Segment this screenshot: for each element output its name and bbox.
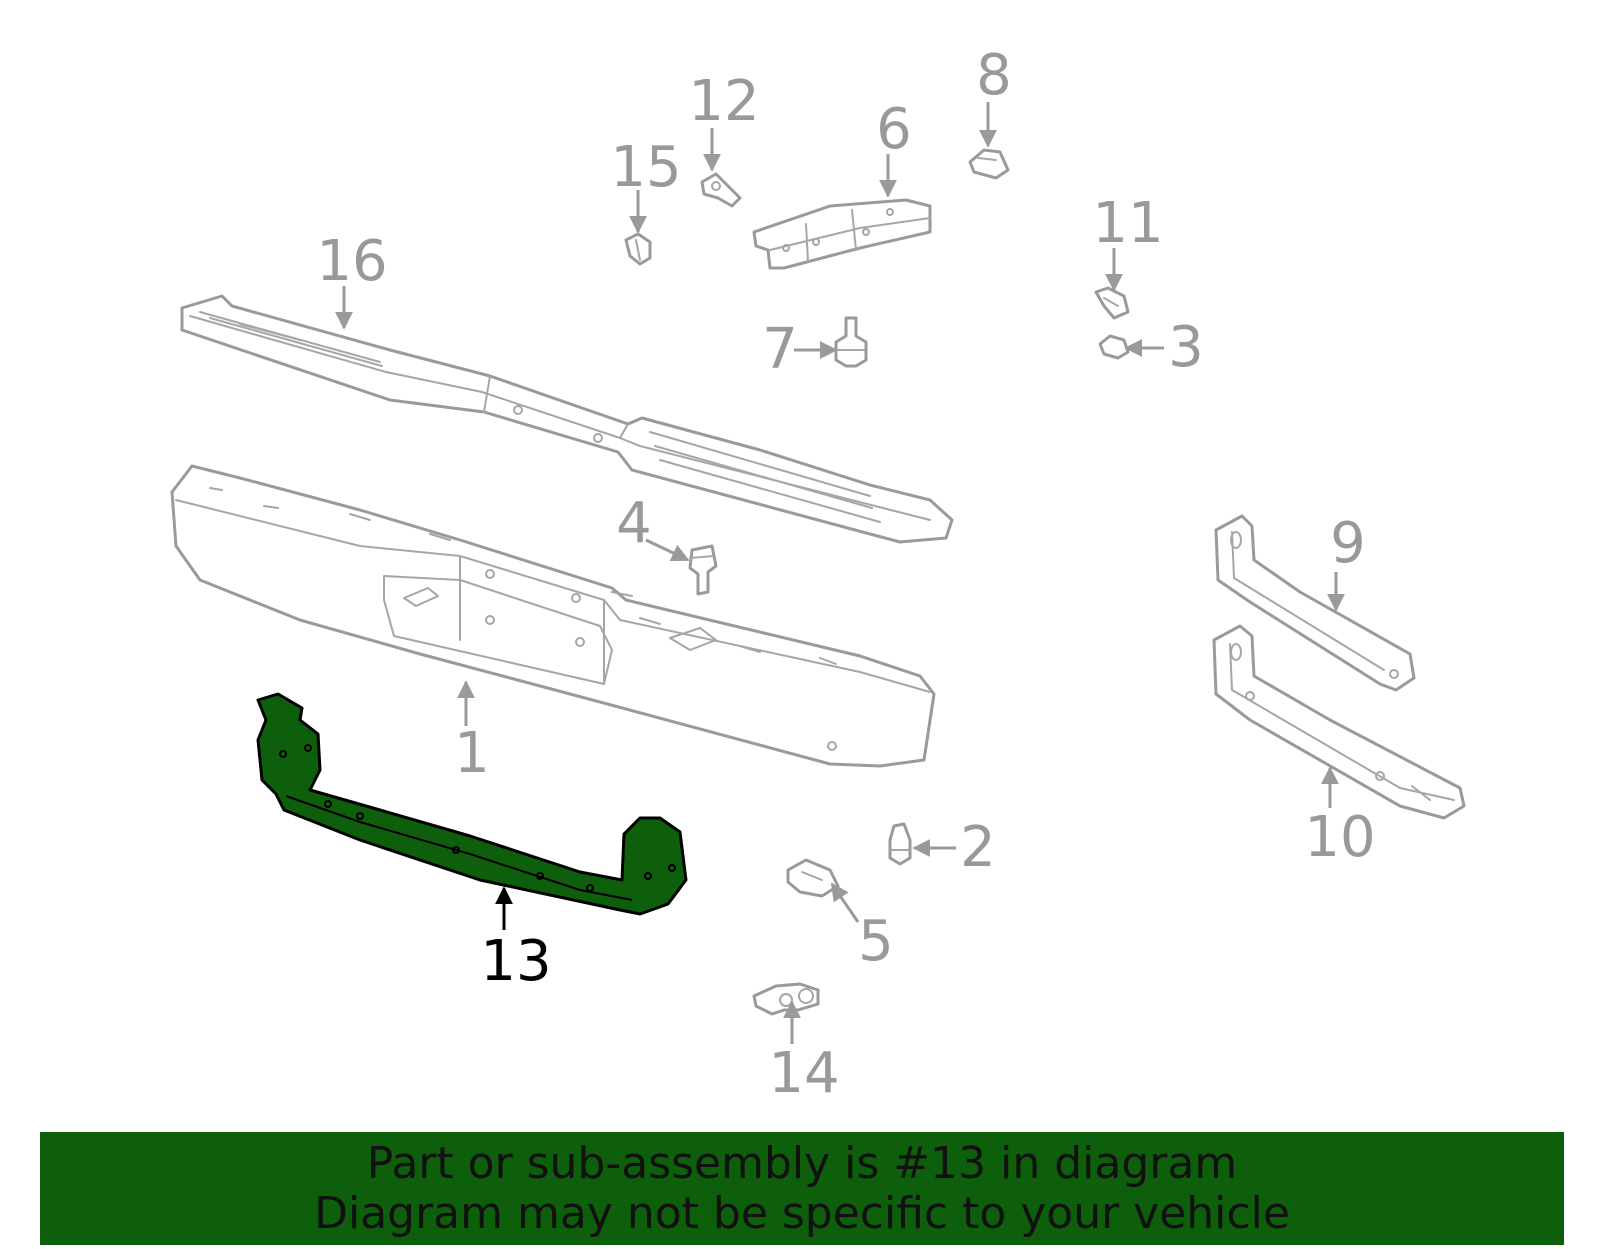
part-16-step-pad[interactable]: [180, 294, 954, 544]
callout-15: 15: [610, 135, 681, 200]
callout-10: 10: [1304, 805, 1375, 870]
callout-2: 2: [960, 815, 996, 880]
banner-line-disclaimer: Diagram may not be specific to your vehi…: [314, 1187, 1290, 1239]
callout-7: 7: [762, 317, 798, 382]
part-14-sensor[interactable]: [752, 982, 820, 1016]
callout-11: 11: [1092, 191, 1163, 256]
part-7-bolt[interactable]: [834, 316, 868, 368]
callout-6: 6: [876, 97, 912, 162]
part-11-bolt[interactable]: [1094, 286, 1130, 320]
callout-14: 14: [768, 1041, 839, 1106]
callout-1: 1: [454, 721, 490, 786]
part-6-reinforcement[interactable]: [752, 198, 932, 270]
part-10-bracket[interactable]: [1212, 624, 1466, 820]
part-2-bolt[interactable]: [888, 822, 912, 866]
callout-8: 8: [976, 43, 1012, 108]
callout-16: 16: [316, 229, 387, 294]
callout-5: 5: [858, 909, 894, 974]
part-8-clip[interactable]: [968, 148, 1010, 180]
callout-arrows: [335, 102, 1345, 1044]
part-15-push-pin[interactable]: [624, 232, 652, 266]
banner-line-part-number: Part or sub-assembly is #13 in diagram: [366, 1137, 1238, 1189]
info-banner: Part or sub-assembly is #13 in diagram D…: [40, 1132, 1564, 1245]
callout-4: 4: [616, 491, 652, 556]
part-1-bumper[interactable]: [170, 464, 936, 768]
part-5-clip[interactable]: [786, 858, 840, 898]
callout-12: 12: [688, 69, 759, 134]
callout-labels: 1 2 3 4 5 6 7 8 9 10 11 12 13 14 15 16: [316, 43, 1375, 1106]
part-3-nut[interactable]: [1098, 334, 1130, 360]
callout-3: 3: [1168, 315, 1204, 380]
part-13-bracket[interactable]: [256, 692, 688, 916]
part-12-retainer[interactable]: [700, 172, 742, 208]
part-9-bracket[interactable]: [1214, 514, 1416, 692]
callout-13: 13: [480, 929, 551, 994]
part-4-bolt[interactable]: [688, 544, 718, 596]
callout-9: 9: [1330, 511, 1366, 576]
